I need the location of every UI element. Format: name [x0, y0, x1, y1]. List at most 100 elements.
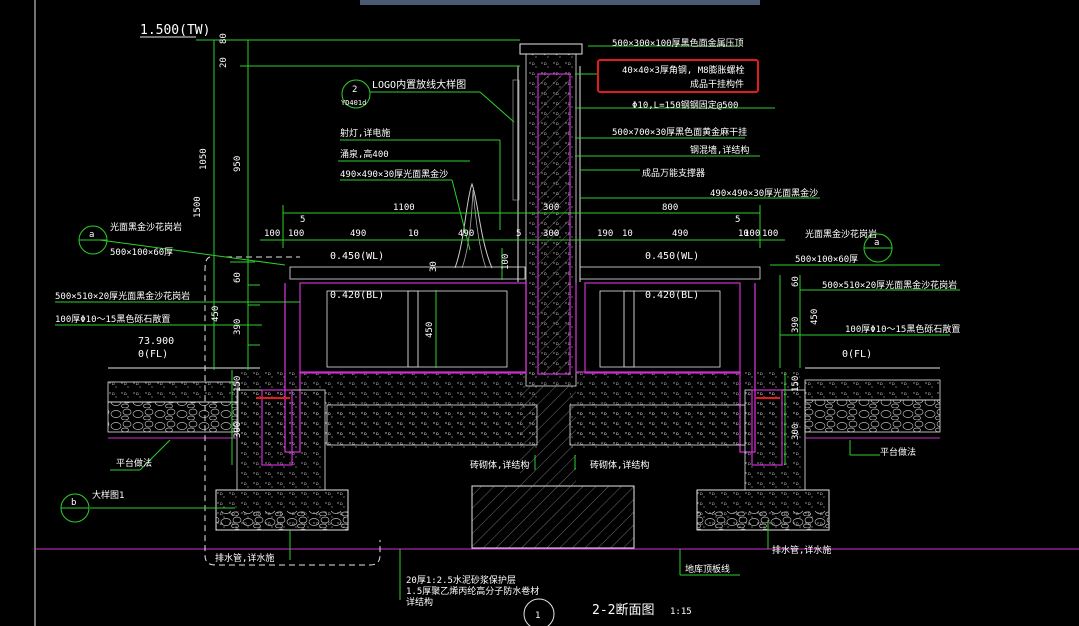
dim-v20: 20: [219, 57, 229, 68]
dim-v150: 150: [233, 376, 243, 392]
left-masonry-block: [326, 404, 538, 446]
dim-h300: 300: [543, 229, 559, 239]
level-wl-right: 0.450(WL): [645, 251, 699, 262]
dim-800: 800: [662, 203, 678, 213]
left-inner-box: [326, 290, 508, 368]
left-pier: [236, 389, 326, 491]
callout-left-a-size: 500×100×60厚: [110, 247, 173, 258]
callout-left-side: 500×510×20厚光面黑金沙花岗岩: [55, 290, 190, 302]
callout-left-a-title: 光面黑金沙花岗岩: [110, 221, 182, 233]
callout-b-label: 大样图1: [92, 489, 124, 501]
dim-v80: 80: [219, 33, 229, 44]
center-column[interactable]: [512, 43, 583, 387]
callout-right-pebble: 100厚Φ10～15黑色砾石散置: [845, 323, 960, 335]
leader-lines: [55, 45, 960, 600]
title-badge: 1: [535, 611, 540, 621]
dim-h190: 190: [597, 229, 613, 239]
callout-hl-line1: 40×40×3厚角钢, M8膨胀螺栓: [622, 64, 745, 76]
dim-v1050: 1050: [199, 148, 209, 170]
level-bl-left: 0.420(BL): [330, 290, 384, 301]
dim-h100b: 100: [288, 229, 304, 239]
right-platform[interactable]: [804, 367, 941, 439]
level-fl-right: 0(FL): [842, 349, 872, 360]
dim-h5: 5: [516, 229, 521, 239]
callout-platform-left: 平台做法: [116, 457, 152, 469]
dim-v390: 390: [233, 319, 243, 335]
ref-circle-b[interactable]: [60, 493, 90, 523]
callout-masonry-left: 砖砌体,详结构: [470, 459, 529, 471]
section-title: 2-2断面图: [592, 603, 654, 618]
right-drain-pit: [751, 389, 783, 466]
level-fl-left: 0(FL): [138, 349, 168, 360]
level-tw: 1.500(TW): [140, 23, 210, 38]
dim-r450: 450: [810, 309, 820, 325]
dim-5b: 5: [735, 215, 740, 225]
callout-right-side: 500×510×20厚光面黑金沙花岗岩: [822, 279, 957, 291]
dim-1100: 1100: [393, 203, 415, 213]
dim-v450: 450: [211, 306, 221, 322]
section-scale: 1:15: [670, 607, 692, 617]
right-stone-top: [579, 266, 761, 280]
callout-logo: LOGO内置放线大样图: [372, 78, 466, 91]
ref-circle-a-left[interactable]: [78, 225, 108, 255]
callout-stone-top: 490×490×30厚光面黑金沙: [340, 168, 448, 180]
callout-b-mark: b: [71, 498, 76, 508]
right-pedestal: [623, 290, 635, 368]
left-water-box: [299, 282, 527, 374]
dim-v950: 950: [233, 156, 243, 172]
left-footing-gravel: [216, 511, 348, 530]
callout-layer3: 详结构: [406, 596, 433, 608]
right-masonry-block: [569, 404, 746, 446]
highlight-box[interactable]: [597, 59, 759, 93]
detail-ref: YD401d: [341, 99, 366, 107]
right-pier: [744, 389, 806, 491]
ref-circle-2[interactable]: [341, 79, 371, 109]
callout-drain-right: 排水管,详水施: [772, 544, 831, 556]
callout-layer2: 1.5厚聚乙烯丙纶高分子防水卷材: [406, 585, 539, 597]
center-stem: [520, 386, 576, 486]
dimension-lines: [196, 39, 940, 465]
callout-drain-left: 排水管,详水施: [215, 552, 274, 564]
right-footing-gravel: [697, 511, 829, 530]
dim-h490b: 490: [458, 229, 474, 239]
detail-number: 2: [352, 85, 357, 95]
window-top-bar: [360, 0, 760, 5]
callout-hl-line2: 成品干挂构件: [690, 78, 744, 90]
dim-mid30: 30: [429, 261, 439, 272]
callout-support: 成品万能支撑器: [642, 167, 705, 179]
callout-rc-wall: 钢混墙,详结构: [690, 144, 749, 156]
callout-left-pebble: 100厚Φ10～15黑色砾石散置: [55, 313, 170, 325]
callout-right-a-title: 光面黑金沙花岗岩: [805, 228, 877, 240]
left-drain-pit: [261, 389, 293, 466]
callout-left-a-mark: a: [89, 230, 94, 240]
dim-300-top: 300: [543, 203, 559, 213]
dim-v300: 300: [233, 422, 243, 438]
right-inner-box: [599, 290, 721, 368]
level-wl-left: 0.450(WL): [330, 251, 384, 262]
dim-v60: 60: [233, 272, 243, 283]
callout-fountain: 涌泉,高400: [340, 148, 389, 160]
top-cap: [519, 43, 583, 55]
ref-circle-a-right[interactable]: [863, 233, 893, 263]
dim-h10c: 10: [738, 229, 749, 239]
callout-spotlight: 射灯,详电施: [340, 127, 390, 139]
callout-right-a-mark: a: [874, 238, 879, 248]
left-stone-top: [289, 266, 526, 280]
dim-h100a: 100: [264, 229, 280, 239]
logo-box: [512, 79, 520, 201]
callout-masonry-right: 砖砌体,详结构: [590, 459, 649, 471]
left-pedestal: [407, 290, 419, 368]
callout-stone-right: 490×490×30厚光面黑金沙: [710, 187, 818, 199]
fountain-jet-inner: [461, 189, 487, 269]
callout-right-a-size: 500×100×60厚: [795, 254, 858, 265]
callout-layer1: 20厚1:2.5水泥砂浆保护层: [406, 574, 516, 586]
dim-r300: 300: [791, 424, 801, 440]
dim-h10a: 10: [408, 229, 419, 239]
dim-h10b: 10: [622, 229, 633, 239]
dim-5a: 5: [300, 215, 305, 225]
dim-mid100: 100: [501, 254, 511, 270]
callout-platform-right: 平台做法: [880, 446, 916, 458]
callout-panel: 500×700×30厚黑色面黄金麻干挂: [612, 126, 747, 138]
center-footing: [471, 485, 635, 549]
